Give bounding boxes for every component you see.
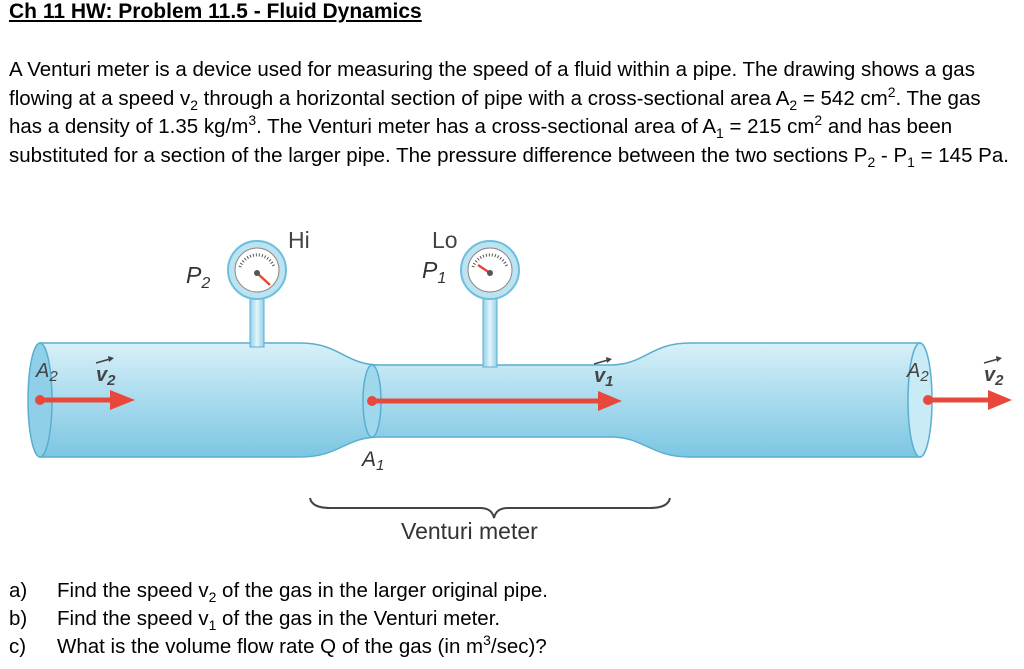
question-a-label: a) bbox=[9, 579, 28, 602]
arrow-v2-right-icon bbox=[923, 390, 1012, 410]
svg-text:P1: P1 bbox=[422, 257, 446, 287]
page-title: Ch 11 HW: Problem 11.5 - Fluid Dynamics bbox=[9, 0, 422, 23]
v1-label-group: v1 bbox=[593, 357, 613, 390]
p2-label: P bbox=[186, 262, 202, 288]
problem-statement: A Venturi meter is a device used for mea… bbox=[9, 58, 1009, 170]
svg-text:A2: A2 bbox=[35, 360, 58, 385]
arrow-v1-icon bbox=[367, 391, 622, 411]
gauge-stem-right bbox=[482, 296, 498, 368]
v2-left-sub: 2 bbox=[106, 372, 116, 389]
gauge-stem-left bbox=[249, 296, 265, 348]
v1-sub: 1 bbox=[605, 373, 613, 390]
v2-right-label: v bbox=[984, 364, 997, 386]
p1-label: P bbox=[422, 257, 438, 283]
a2-left-label: A bbox=[35, 360, 49, 382]
svg-text:P2: P2 bbox=[186, 262, 210, 292]
venturi-meter-label: Venturi meter bbox=[401, 518, 538, 544]
v1-label: v bbox=[594, 365, 607, 387]
v2-left-label: v bbox=[96, 364, 109, 386]
arrow-v2-left-icon bbox=[35, 390, 135, 410]
v2-right-label-group: v2 bbox=[983, 356, 1004, 389]
question-b: b)Find the speed v1 of the gas in the Ve… bbox=[9, 607, 501, 634]
a2-right-label: A bbox=[906, 360, 920, 382]
svg-text:A2: A2 bbox=[906, 360, 929, 385]
a2-right-sub: 2 bbox=[919, 368, 929, 385]
hi-label: Hi bbox=[288, 227, 310, 253]
question-b-label: b) bbox=[9, 607, 28, 630]
question-a: a)Find the speed v2 of the gas in the la… bbox=[9, 579, 548, 606]
venturi-diagram: Hi Lo P2 P1 A2 A2 A1 v2 v1 v2 Venturi me… bbox=[27, 227, 1012, 544]
gauge-p1-icon bbox=[460, 240, 520, 300]
v2-right-sub: 2 bbox=[994, 372, 1004, 389]
a1-label: A bbox=[360, 448, 376, 471]
a2-left-sub: 2 bbox=[48, 368, 58, 385]
gauge-p2-icon bbox=[227, 240, 287, 300]
svg-text:v2: v2 bbox=[96, 364, 116, 389]
svg-text:v1: v1 bbox=[594, 365, 613, 390]
venturi-brace bbox=[309, 497, 671, 519]
p2-sub: 2 bbox=[200, 275, 210, 292]
v2-left-label-group: v2 bbox=[95, 356, 116, 389]
question-c: c)What is the volume flow rate Q of the … bbox=[9, 632, 547, 658]
p1-sub: 1 bbox=[437, 270, 446, 287]
svg-text:A1: A1 bbox=[360, 448, 384, 474]
question-c-label: c) bbox=[9, 635, 27, 658]
a1-sub: 1 bbox=[376, 457, 384, 474]
svg-text:v2: v2 bbox=[984, 364, 1004, 389]
lo-label: Lo bbox=[432, 227, 458, 253]
